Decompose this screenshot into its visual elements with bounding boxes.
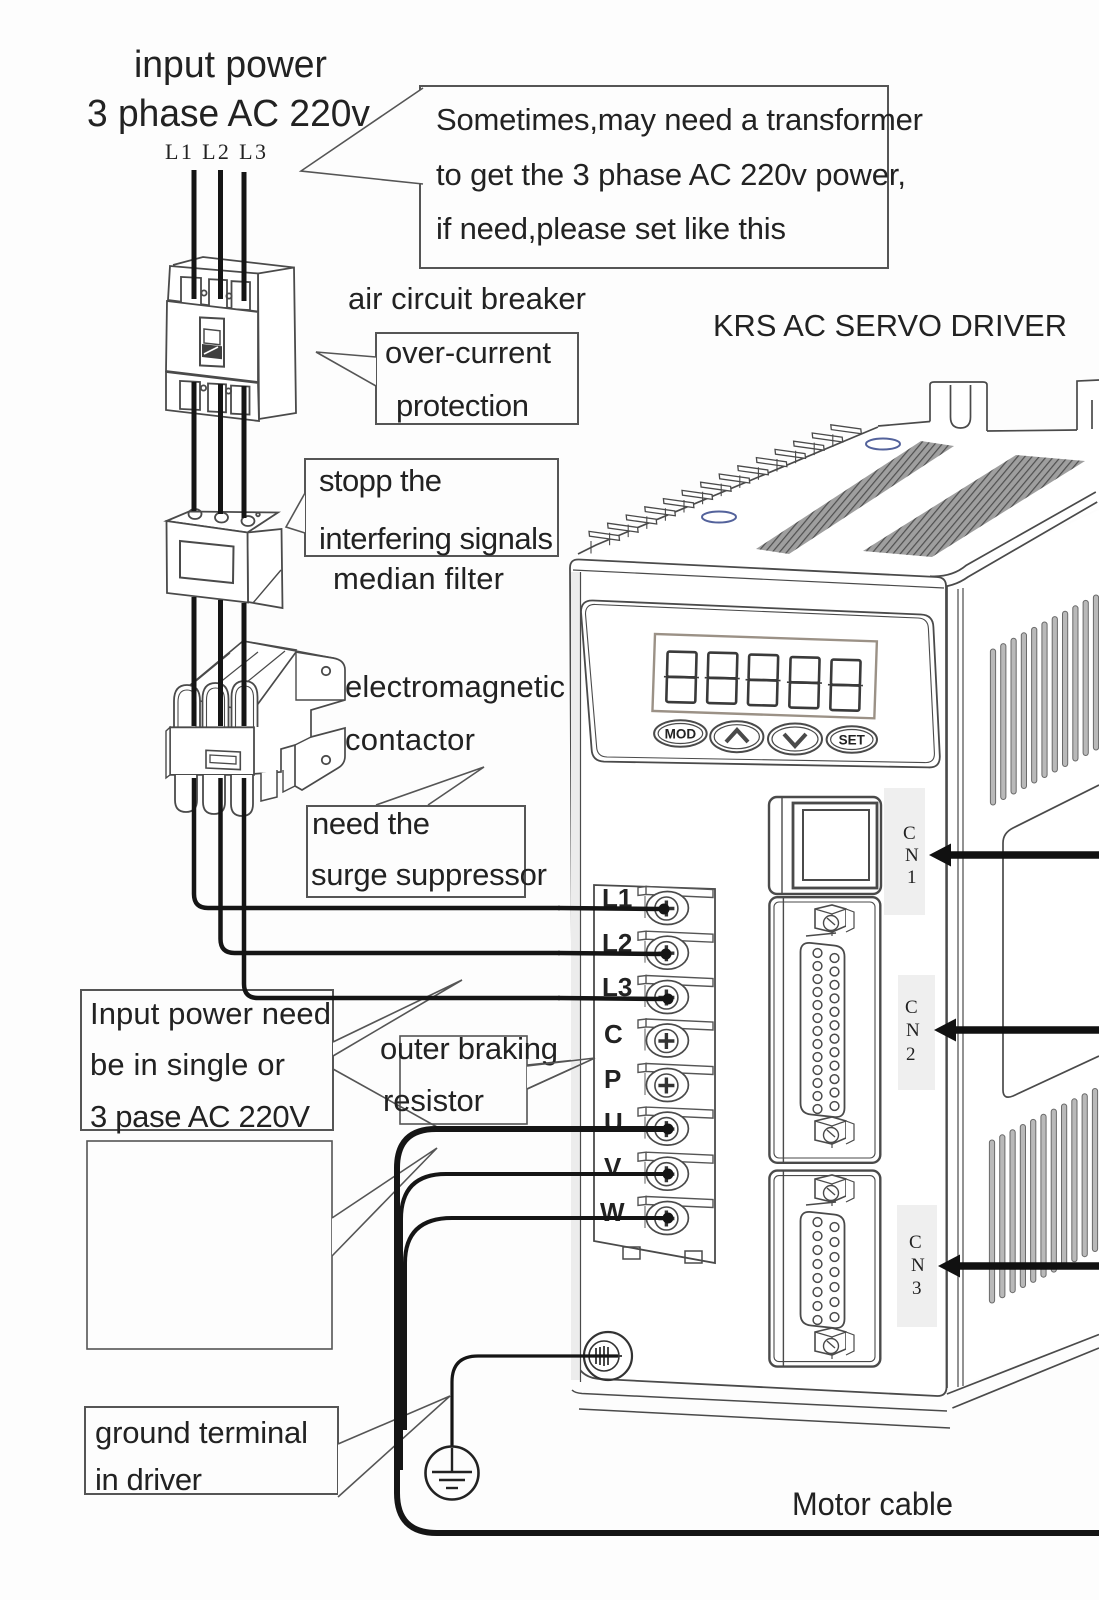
svg-text:V: V [604,1152,622,1182]
svg-text:SET: SET [839,733,866,748]
svg-text:input power: input power [134,44,327,86]
svg-text:resistor: resistor [383,1083,484,1118]
svg-text:surge suppressor: surge suppressor [311,857,547,892]
svg-text:median filter: median filter [333,561,504,596]
svg-text:contactor: contactor [345,722,475,757]
svg-text:electromagnetic: electromagnetic [345,669,565,704]
svg-text:W: W [600,1197,625,1227]
svg-text:stopp the: stopp the [319,463,442,498]
svg-text:N: N [906,1020,920,1041]
svg-text:protection: protection [396,388,529,423]
svg-text:1: 1 [907,867,917,888]
svg-text:interfering signals: interfering signals [319,521,553,556]
svg-text:to get the 3 phase AC 220v pow: to get the 3 phase AC 220v power, [436,157,906,192]
svg-text:air circuit breaker: air circuit breaker [348,281,586,316]
svg-text:3: 3 [912,1278,922,1299]
svg-text:Input power need: Input power need [90,996,331,1031]
svg-text:3 pase AC 220V: 3 pase AC 220V [90,1099,310,1134]
svg-text:outer braking: outer braking [380,1031,558,1066]
svg-text:P: P [604,1064,621,1094]
svg-text:need the: need the [312,806,430,841]
svg-text:U: U [604,1107,623,1137]
svg-text:L1 L2 L3: L1 L2 L3 [165,139,266,164]
svg-text:Motor cable: Motor cable [792,1486,953,1522]
svg-text:MOD: MOD [665,727,697,742]
svg-text:in driver: in driver [95,1462,202,1497]
svg-text:C: C [604,1019,623,1049]
svg-text:ground terminal: ground terminal [95,1415,308,1450]
svg-text:if need,please set like this: if need,please set like this [436,211,786,246]
svg-text:C: C [903,823,916,844]
svg-text:be in single or: be in single or [90,1047,285,1082]
svg-text:KRS AC SERVO DRIVER: KRS AC SERVO DRIVER [713,308,1067,343]
svg-text:C: C [905,997,918,1018]
svg-text:N: N [911,1255,925,1276]
svg-text:3 phase AC 220v: 3 phase AC 220v [87,93,370,135]
svg-text:C: C [909,1232,922,1253]
svg-text:N: N [905,845,919,866]
svg-text:Sometimes,may need a transform: Sometimes,may need a transformer [436,102,923,137]
svg-text:2: 2 [906,1044,916,1065]
svg-text:over-current: over-current [385,335,551,370]
